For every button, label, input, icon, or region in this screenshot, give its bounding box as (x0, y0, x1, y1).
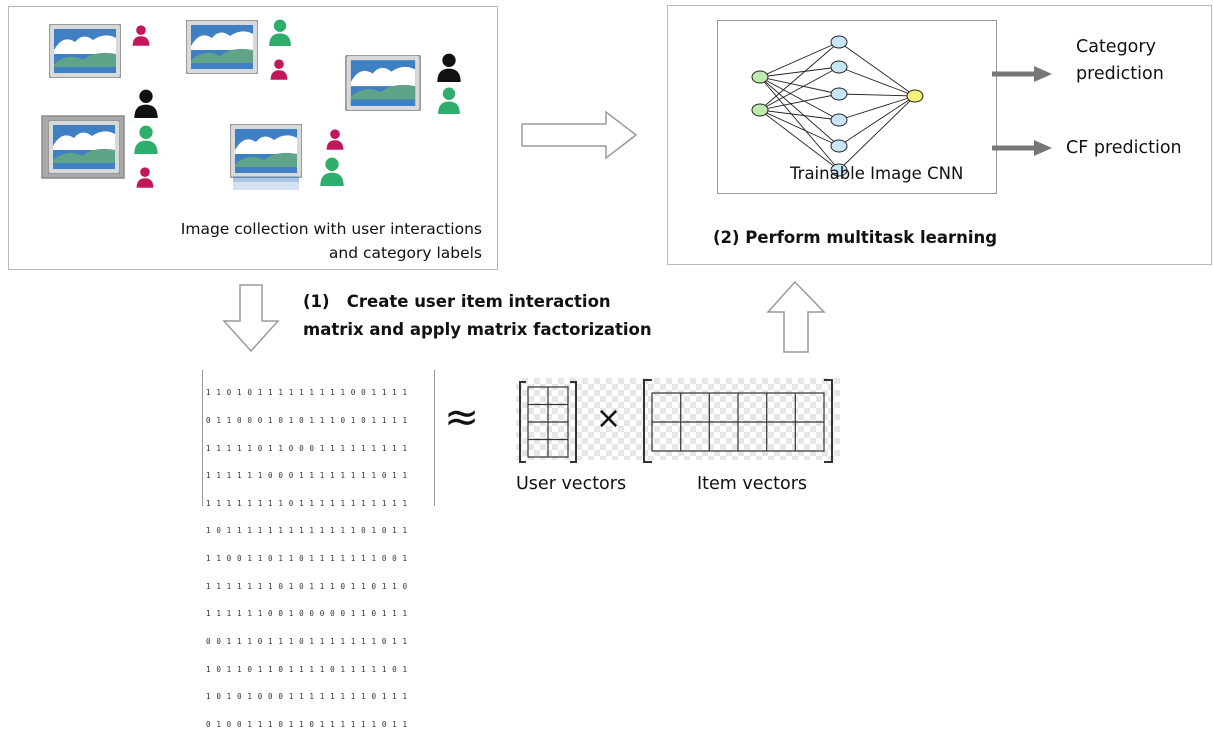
item-vectors-label: Item vectors (697, 474, 808, 494)
matrix-row: 1 0 1 1 1 1 1 1 1 1 1 1 1 1 1 0 1 0 1 1 (206, 526, 408, 536)
cf-output-arrow (992, 140, 1052, 156)
user-icon (134, 125, 158, 154)
user-icon (134, 89, 158, 118)
hidden-node (830, 113, 848, 127)
hidden-node (830, 60, 848, 74)
matrix-row: 1 1 0 1 0 1 1 1 1 1 1 1 1 1 0 0 1 1 1 1 (206, 388, 408, 398)
cnn-label: Trainable Image CNN (790, 164, 964, 183)
arrow-down-hollow (222, 284, 280, 353)
image-icon (49, 24, 121, 78)
matrix-row: 1 1 1 1 1 1 0 0 1 0 0 0 0 0 1 1 0 1 1 1 (206, 609, 408, 619)
matrix-row: 1 1 1 1 1 1 1 0 1 0 1 1 1 0 1 1 0 1 1 0 (206, 581, 408, 591)
item-vectors-matrix (643, 379, 833, 463)
matrix-row: 1 1 1 1 1 1 0 0 0 1 1 1 1 1 1 1 1 0 1 1 (206, 471, 408, 481)
hidden-node (830, 163, 848, 177)
user-icon (136, 167, 154, 188)
user-icon (326, 129, 344, 150)
neural-network-diagram (751, 35, 924, 177)
step1-line2: matrix and apply matrix factorization (303, 320, 652, 339)
times-symbol: × (596, 401, 622, 436)
image-icon (345, 55, 421, 111)
cf-prediction-label: CF prediction (1066, 138, 1182, 158)
matrix-row: 0 0 1 1 1 0 1 1 1 0 1 1 1 1 1 1 1 0 1 1 (206, 636, 408, 646)
category-prediction-line2: prediction (1076, 64, 1164, 84)
matrix-row: 1 1 1 1 1 0 1 1 0 0 0 1 1 1 1 1 1 1 1 1 (206, 443, 408, 453)
user-icon (438, 87, 460, 114)
hidden-node (830, 35, 848, 49)
matrix-row: 0 1 0 0 1 1 1 0 1 1 0 1 1 1 1 1 1 0 1 1 (206, 719, 408, 729)
matrix-row: 1 1 0 0 1 1 0 1 1 0 1 1 1 1 1 1 1 0 0 1 (206, 554, 408, 564)
image-icon (230, 124, 302, 178)
user-vectors-matrix (519, 381, 577, 463)
factor-background (516, 378, 840, 460)
approx-symbol: ≈ (444, 392, 480, 441)
user-vectors-label: User vectors (516, 474, 627, 494)
output-node (906, 89, 924, 103)
image-icon (48, 120, 120, 174)
input-node (751, 70, 769, 84)
user-icon (269, 19, 291, 46)
matrix-row: 1 1 1 1 1 1 1 1 0 1 1 1 1 1 1 1 1 1 1 1 (206, 498, 408, 508)
category-prediction-line1: Category (1076, 37, 1156, 57)
image-collection-illustration (41, 19, 461, 190)
user-icon (437, 53, 461, 82)
user-icon (270, 59, 288, 80)
image-icon (186, 20, 258, 74)
user-icon (320, 157, 344, 186)
collection-caption-line1: Image collection with user interactions (180, 220, 482, 238)
input-node (751, 103, 769, 117)
hidden-node (830, 139, 848, 153)
matrix-row: 1 0 1 0 1 0 0 0 1 1 1 1 1 1 1 1 0 1 1 1 (206, 692, 408, 702)
category-output-arrow (992, 66, 1052, 82)
step2-label: (2) Perform multitask learning (713, 228, 998, 247)
arrow-up-hollow (766, 280, 826, 353)
collection-caption-line2: and category labels (328, 244, 482, 262)
arrow-right-hollow (521, 110, 638, 160)
matrix-row: 1 0 1 1 0 1 1 0 1 1 1 1 0 1 1 1 1 1 0 1 (206, 664, 408, 674)
user-icon (132, 25, 150, 46)
hidden-node (830, 87, 848, 101)
interaction-matrix: 1 1 0 1 0 1 1 1 1 1 1 1 1 1 0 0 1 1 1 1 … (202, 370, 435, 729)
matrix-row: 0 1 1 0 0 0 1 0 1 0 1 1 1 0 1 0 1 1 1 1 (206, 416, 408, 426)
step1-line1: (1) Create user item interaction (303, 292, 611, 311)
